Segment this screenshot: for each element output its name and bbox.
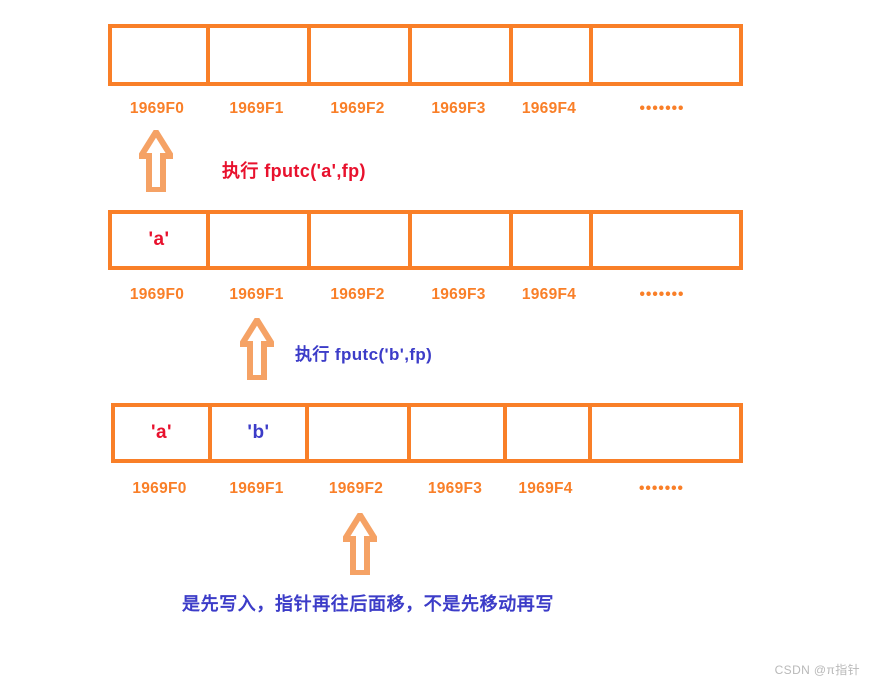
caption-conclusion: 是先写入，指针再往后面移，不是先移动再写 — [182, 594, 554, 614]
address-labels-row-after-b: 1969F0 1969F1 1969F2 1969F3 1969F4 •••••… — [111, 478, 743, 500]
pointer-arrow-2 — [240, 318, 274, 380]
memory-cell-value: 'a' — [150, 422, 173, 443]
address-text: 1969F4 — [518, 480, 573, 497]
address-text: 1969F3 — [427, 480, 483, 497]
address-labels-row-initial: 1969F0 1969F1 1969F2 1969F3 1969F4 •••••… — [108, 98, 743, 120]
address-label: 1969F4 — [509, 284, 589, 306]
memory-cell — [412, 28, 513, 82]
memory-cell: 'a' — [115, 407, 212, 459]
memory-cell — [210, 28, 311, 82]
address-label: 1969F3 — [408, 98, 509, 120]
address-text: 1969F2 — [328, 480, 384, 497]
address-labels-row-after-a: 1969F0 1969F1 1969F2 1969F3 1969F4 •••••… — [108, 284, 743, 306]
memory-cell — [112, 28, 210, 82]
memory-cell — [411, 407, 507, 459]
address-text: 1969F1 — [229, 286, 284, 303]
address-text: 1969F2 — [330, 286, 385, 303]
memory-cell-value: 'b' — [247, 422, 270, 443]
address-label: 1969F0 — [108, 98, 206, 120]
memory-row-initial — [108, 24, 743, 86]
address-text: 1969F0 — [129, 100, 185, 117]
address-text: 1969F1 — [229, 100, 284, 117]
memory-cell: 'b' — [212, 407, 309, 459]
address-label: 1969F4 — [503, 478, 588, 500]
address-text: 1969F0 — [132, 480, 187, 497]
address-text: 1969F4 — [521, 100, 577, 117]
memory-cell — [412, 214, 513, 266]
address-label: 1969F2 — [305, 478, 407, 500]
address-ellipsis: ••••••• — [639, 480, 684, 497]
memory-cell — [593, 28, 739, 82]
address-ellipsis: ••••••• — [639, 286, 685, 303]
memory-cell-value: 'a' — [148, 229, 170, 250]
address-label: 1969F0 — [111, 478, 208, 500]
address-label: 1969F0 — [108, 284, 206, 306]
address-label: 1969F2 — [307, 284, 408, 306]
memory-cell — [592, 407, 739, 459]
memory-cell — [311, 28, 412, 82]
memory-cell — [210, 214, 311, 266]
memory-cell — [309, 407, 411, 459]
address-text: 1969F4 — [521, 286, 577, 303]
memory-cell — [513, 214, 593, 266]
address-label: 1969F2 — [307, 98, 408, 120]
pointer-arrow-1 — [139, 130, 173, 192]
address-label: 1969F3 — [408, 284, 509, 306]
pointer-arrow-3 — [343, 513, 377, 575]
memory-cell — [311, 214, 412, 266]
memory-cell: 'a' — [112, 214, 210, 266]
address-label: 1969F3 — [407, 478, 503, 500]
address-label: 1969F4 — [509, 98, 589, 120]
address-ellipsis: ••••••• — [639, 100, 685, 117]
address-label: 1969F1 — [206, 98, 307, 120]
address-text: 1969F3 — [431, 100, 486, 117]
memory-cell — [507, 407, 592, 459]
memory-row-after-b: 'a' 'b' — [111, 403, 743, 463]
address-text: 1969F1 — [229, 480, 284, 497]
address-label: 1969F1 — [208, 478, 305, 500]
memory-row-after-a: 'a' — [108, 210, 743, 270]
memory-cell — [513, 28, 593, 82]
memory-cell — [593, 214, 739, 266]
address-text: 1969F0 — [129, 286, 185, 303]
watermark: CSDN @π指针 — [774, 663, 860, 677]
address-label: 1969F1 — [206, 284, 307, 306]
address-text: 1969F3 — [431, 286, 486, 303]
address-text: 1969F2 — [330, 100, 385, 117]
caption-step-1: 执行 fputc('a',fp) — [222, 161, 366, 181]
caption-step-2: 执行 fputc('b',fp) — [295, 345, 433, 364]
